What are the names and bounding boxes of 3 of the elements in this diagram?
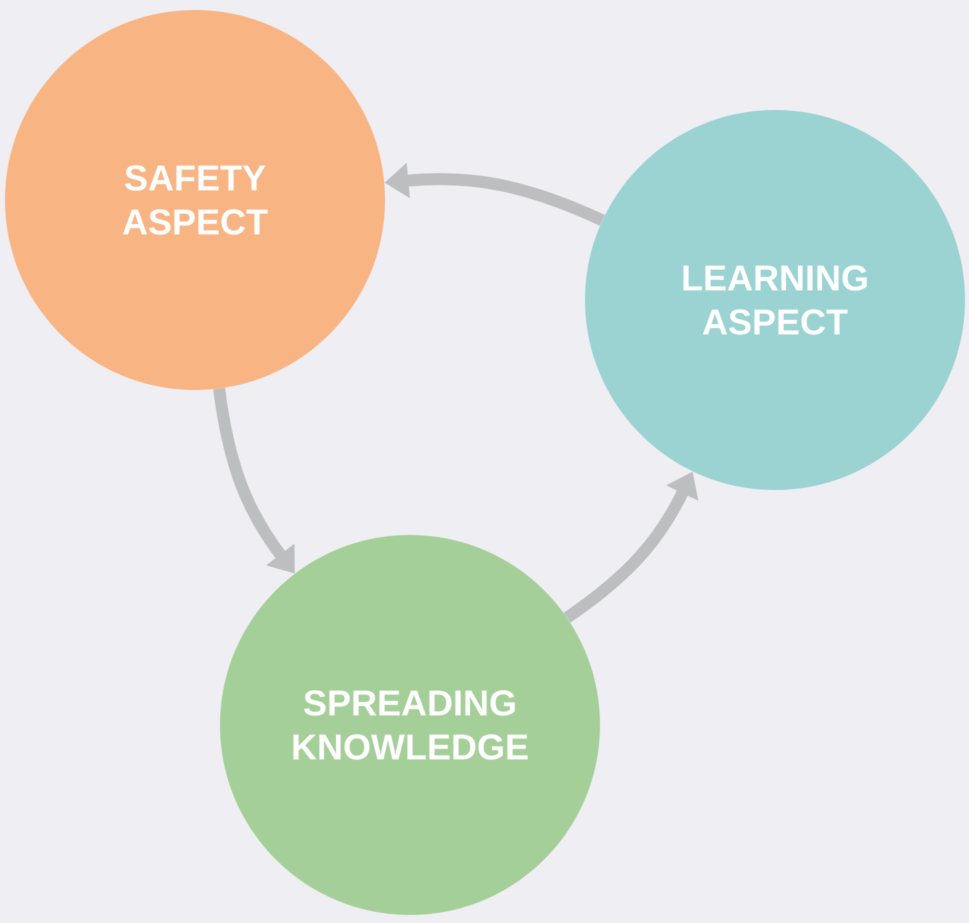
- circle-node: SAFETY ASPECT: [5, 10, 385, 390]
- circle-node: LEARNING ASPECT: [585, 110, 965, 490]
- circle-node: SPREADING KNOWLEDGE: [220, 535, 600, 915]
